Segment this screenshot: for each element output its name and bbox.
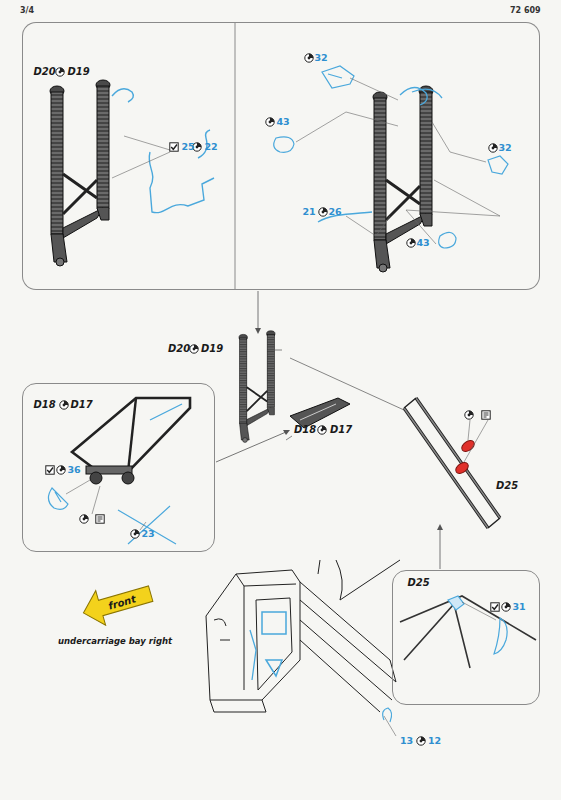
- callout-number: 31: [513, 601, 526, 612]
- callout-panel: D18 D17 36 23: [22, 383, 215, 552]
- callout-panel: 32 43 32 21 26 43: [235, 22, 540, 290]
- callout-number: 23: [142, 528, 155, 539]
- callout-number: 32: [499, 142, 512, 153]
- part-label: D25: [496, 480, 518, 491]
- page-header: 72 609: [510, 6, 541, 15]
- page-header: 3/4: [20, 6, 34, 15]
- part-label: D25: [408, 577, 430, 588]
- part-label: D17: [71, 399, 93, 410]
- callout-number: 22: [205, 141, 218, 152]
- callout-panel: D20 D19 25 22: [22, 22, 235, 290]
- callout-number: 43: [417, 237, 430, 248]
- callout-number: 43: [277, 116, 290, 127]
- part-label: D18: [294, 424, 316, 435]
- callout-panel: D25 31: [392, 570, 540, 705]
- part-label: D19: [68, 66, 90, 77]
- callout-number: 12: [428, 735, 441, 746]
- view-note: undercarriage bay right: [58, 636, 172, 646]
- direction-arrow: front: [80, 580, 156, 626]
- part-label: D19: [201, 343, 223, 354]
- part-label: D20: [168, 343, 190, 354]
- callout-number: 13: [400, 735, 413, 746]
- callout-number: 36: [68, 464, 81, 475]
- part-label: D17: [330, 424, 352, 435]
- callout-number: 21: [303, 206, 316, 217]
- callout-number: 32: [315, 52, 328, 63]
- part-label: D18: [34, 399, 56, 410]
- callout-number: 25: [182, 141, 195, 152]
- part-label: D20: [34, 66, 56, 77]
- callout-number: 26: [329, 206, 342, 217]
